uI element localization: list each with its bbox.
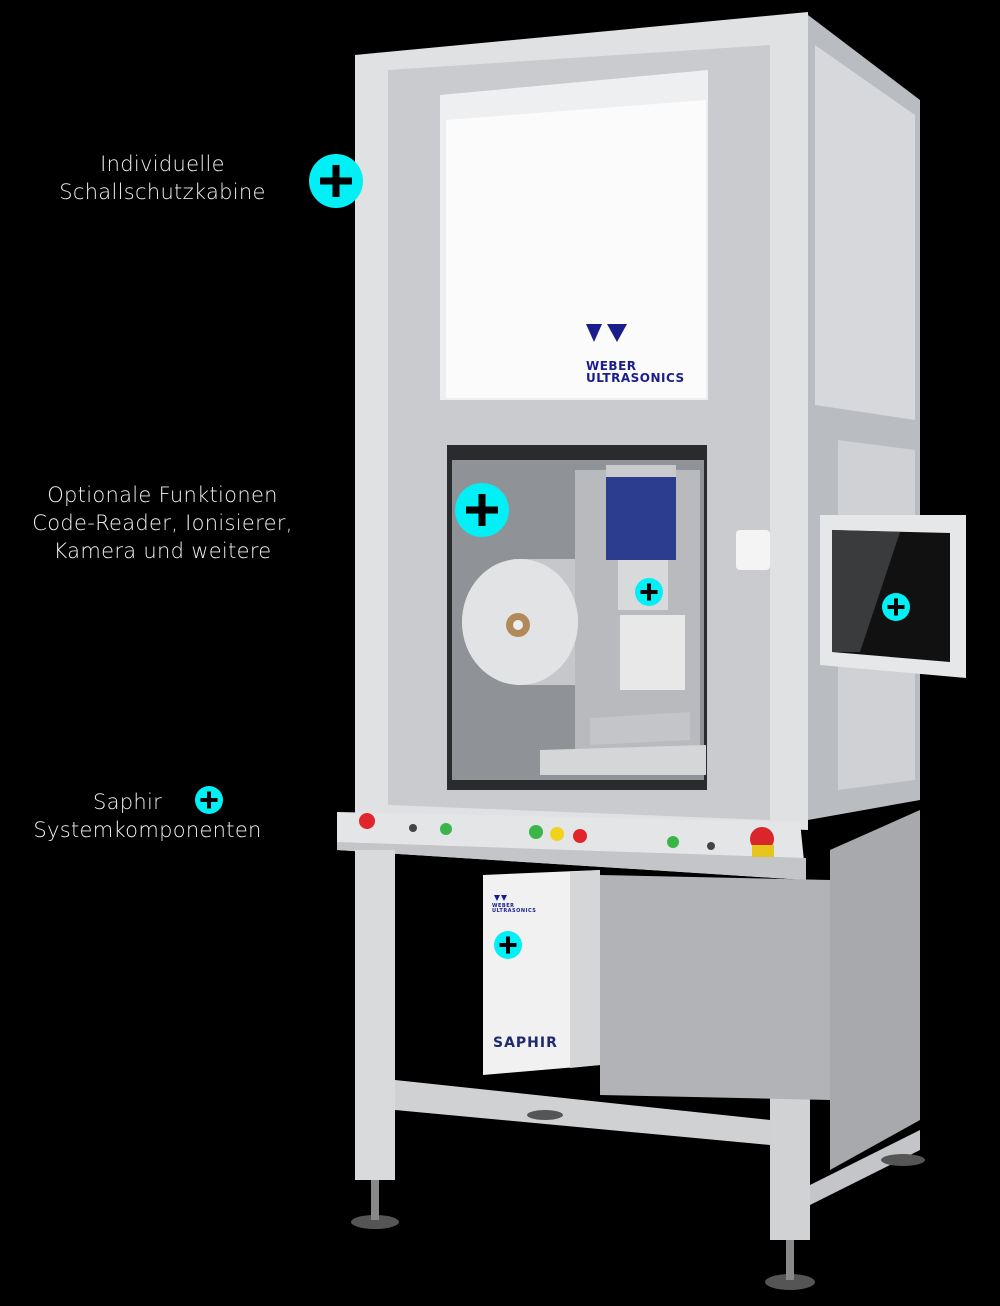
generator-logo: WEBER ULTRASONICS — [492, 904, 536, 914]
label-saphir-line-1: Saphir — [92, 790, 163, 814]
logo-line-2: ULTRASONICS — [586, 371, 685, 385]
label-cabin-line-1: Individuelle — [100, 152, 225, 176]
weber-ultrasonics-logo: WEBER ULTRASONICS — [586, 360, 685, 384]
saphir-generator-label: SAPHIR — [493, 1035, 558, 1051]
label-cabin-line-2: Schallschutzkabine — [59, 180, 266, 204]
label-options-line-3: Kamera und weitere — [53, 539, 272, 563]
generator-logo-line-1: WEBER — [492, 903, 515, 909]
hotspot-touchscreen-plus-icon[interactable] — [882, 593, 910, 621]
label-saphir: Saphir Systemkomponenten — [10, 788, 285, 844]
label-options: Optionale Funktionen Code-Reader, Ionisi… — [10, 481, 315, 565]
label-options-line-2: Code-Reader, Ionisierer, — [32, 511, 293, 535]
logo-line-1: WEBER — [586, 359, 637, 373]
generator-logo-line-2: ULTRASONICS — [492, 908, 537, 914]
hotspot-cabin-plus-icon[interactable] — [309, 154, 363, 208]
label-cabin: Individuelle Schallschutzkabine — [30, 150, 295, 206]
label-options-line-1: Optionale Funktionen — [47, 483, 278, 507]
hotspot-sonotrode-plus-icon[interactable] — [635, 578, 663, 606]
hotspot-generator-plus-icon[interactable] — [494, 931, 522, 959]
label-saphir-line-2: Systemkomponenten — [33, 818, 262, 842]
hotspot-saphir-plus-icon[interactable] — [195, 786, 223, 814]
hotspot-options-plus-icon[interactable] — [455, 483, 509, 537]
